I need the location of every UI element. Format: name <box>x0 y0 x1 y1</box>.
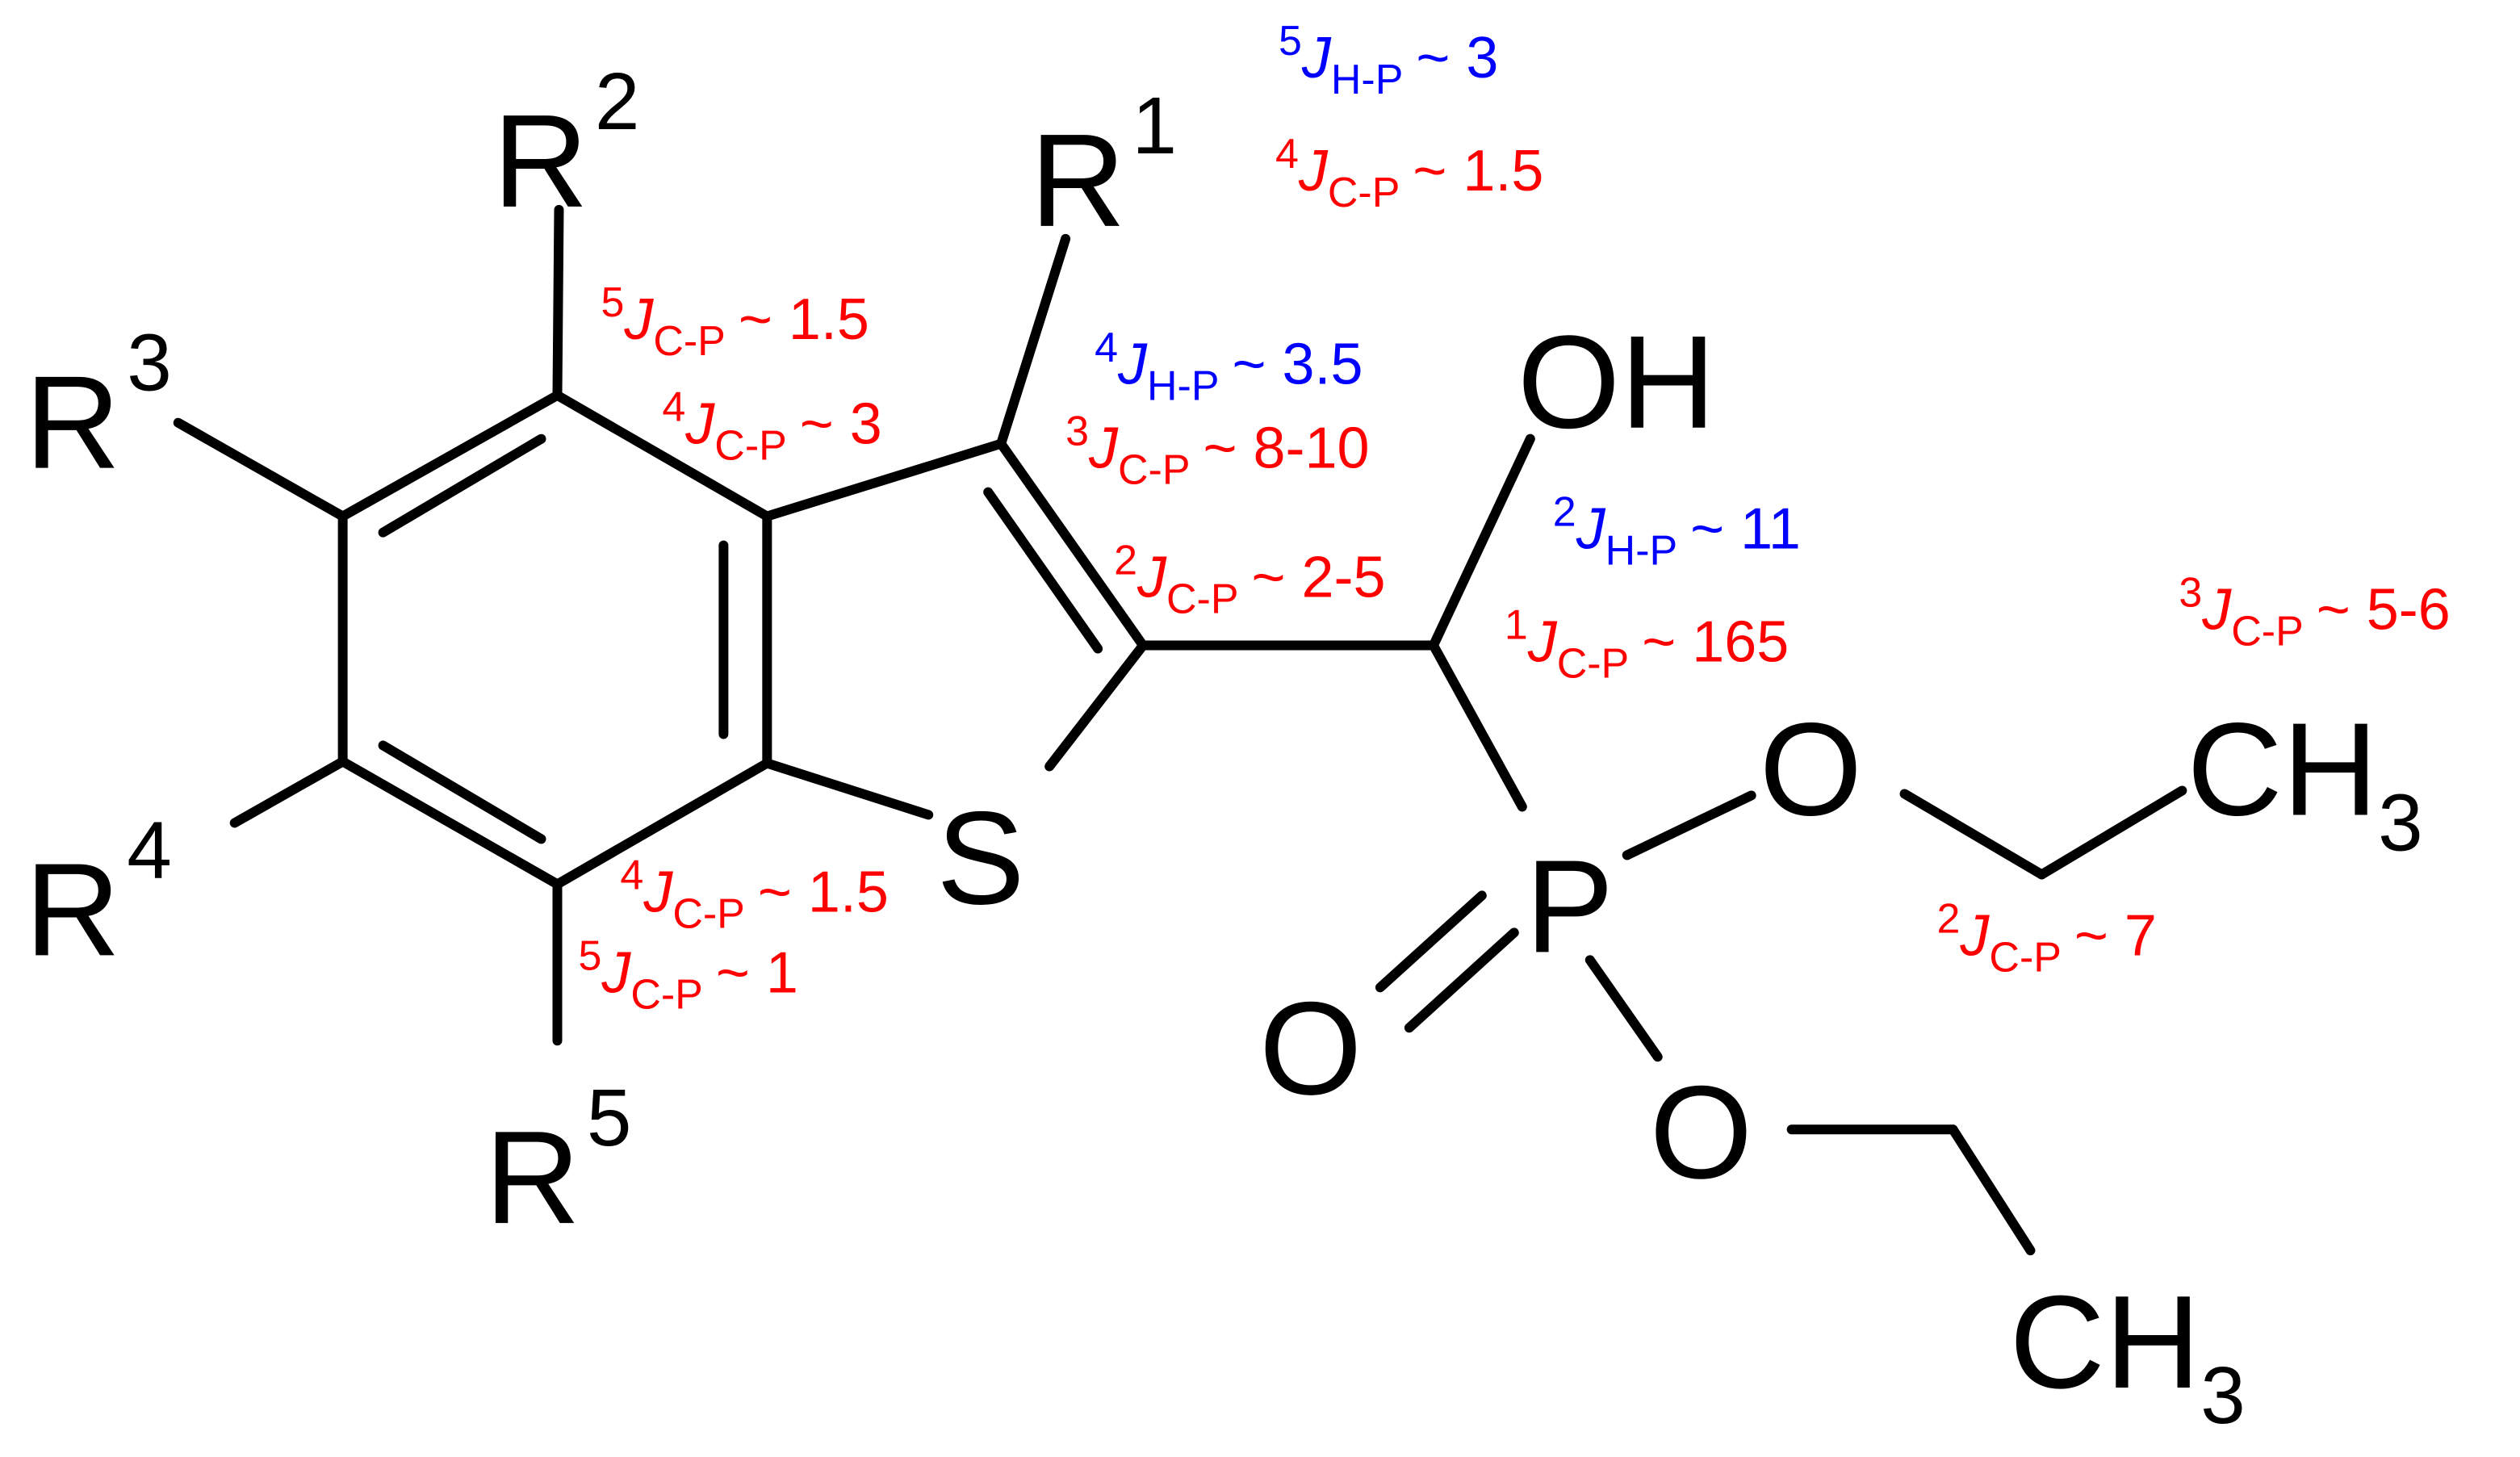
bond-c6-r4 <box>229 756 348 828</box>
coupling-jcp4-top: 4JC-P~ 1.5 <box>1275 131 1543 216</box>
bond-c6-c7-inner <box>378 740 546 844</box>
bond-c5-r3 <box>173 417 348 521</box>
coupling-jcp2-ch2: 2JC-P~ 7 <box>1937 895 2157 981</box>
bond-c3a-c4 <box>552 390 772 521</box>
bond-ch-oh <box>1428 433 1535 651</box>
phosphorus-label: P <box>1526 832 1614 980</box>
coupling-jhp5-top: 5JH-P~ 3 <box>1279 18 1498 103</box>
coupling-jcp5-c7: 5JC-P~ 1 <box>578 932 797 1018</box>
bond-c2-s <box>1044 640 1149 772</box>
coupling-jcp4-c7a: 4JC-P~ 1.5 <box>620 852 888 937</box>
coupling-jcp1-ch: 1JC-P~ 165 <box>1505 602 1789 688</box>
bond-c4-r2 <box>552 204 564 400</box>
coupling-jhp2-ch: 2JH-P~ 11 <box>1553 489 1801 575</box>
methyl-2-label: CH3 <box>2009 1268 2245 1441</box>
sulfur-label: S <box>936 784 1024 932</box>
ester-oxygen-1-label: O <box>1760 695 1862 843</box>
bond-c7-c7a <box>552 758 772 890</box>
coupling-jcp3-c3: 3JC-P~ 8-10 <box>1065 408 1369 494</box>
bond-c4-c5-inner <box>378 433 546 538</box>
methyl-1-label: CH3 <box>2187 695 2422 868</box>
bond-c3-c2-inner <box>983 487 1103 654</box>
bond-c7a-s <box>762 758 934 820</box>
bonds <box>173 204 2187 1256</box>
coupling-jcp2-c2: 2JC-P~ 2-5 <box>1114 538 1385 623</box>
bond-c3a-c3 <box>762 438 1007 521</box>
coupling-annotations: 5JH-P~ 3 4JC-P~ 1.5 5JC-P~ 1.5 4JC-P~ 3 … <box>578 18 2450 1018</box>
bond-p-o-ester2 <box>1584 955 1663 1062</box>
oxo-oxygen-label: O <box>1259 974 1362 1122</box>
bond-p-o-ester1 <box>1622 790 1756 860</box>
ester-oxygen-2-label: O <box>1650 1058 1752 1206</box>
bond-p-oxo-2 <box>1375 890 1487 993</box>
coupling-jcp3-ch3: 3JC-P~ 5-6 <box>2179 570 2450 655</box>
bond-ch-p <box>1428 640 1527 812</box>
bond-c6-c7 <box>337 756 563 890</box>
bond-ch2-ch3-1 <box>2037 785 2187 880</box>
bond-c3-c2 <box>996 438 1149 651</box>
bond-ch2-ch3-2 <box>1948 1124 2036 1256</box>
hydroxyl-label: OH <box>1517 308 1716 456</box>
coupling-jcp5-c4: 5JC-P~ 1.5 <box>601 279 869 365</box>
bond-c4-c5 <box>337 390 563 521</box>
bond-o1-ch2 <box>1899 789 2047 880</box>
bond-p-oxo-1 <box>1404 927 1519 1033</box>
coupling-jcp4-c3a: 4JC-P~ 3 <box>662 384 881 470</box>
bond-c3-r1 <box>996 233 1071 449</box>
coupling-jhp4-r1: 4JH-P~ 3.5 <box>1095 324 1363 410</box>
